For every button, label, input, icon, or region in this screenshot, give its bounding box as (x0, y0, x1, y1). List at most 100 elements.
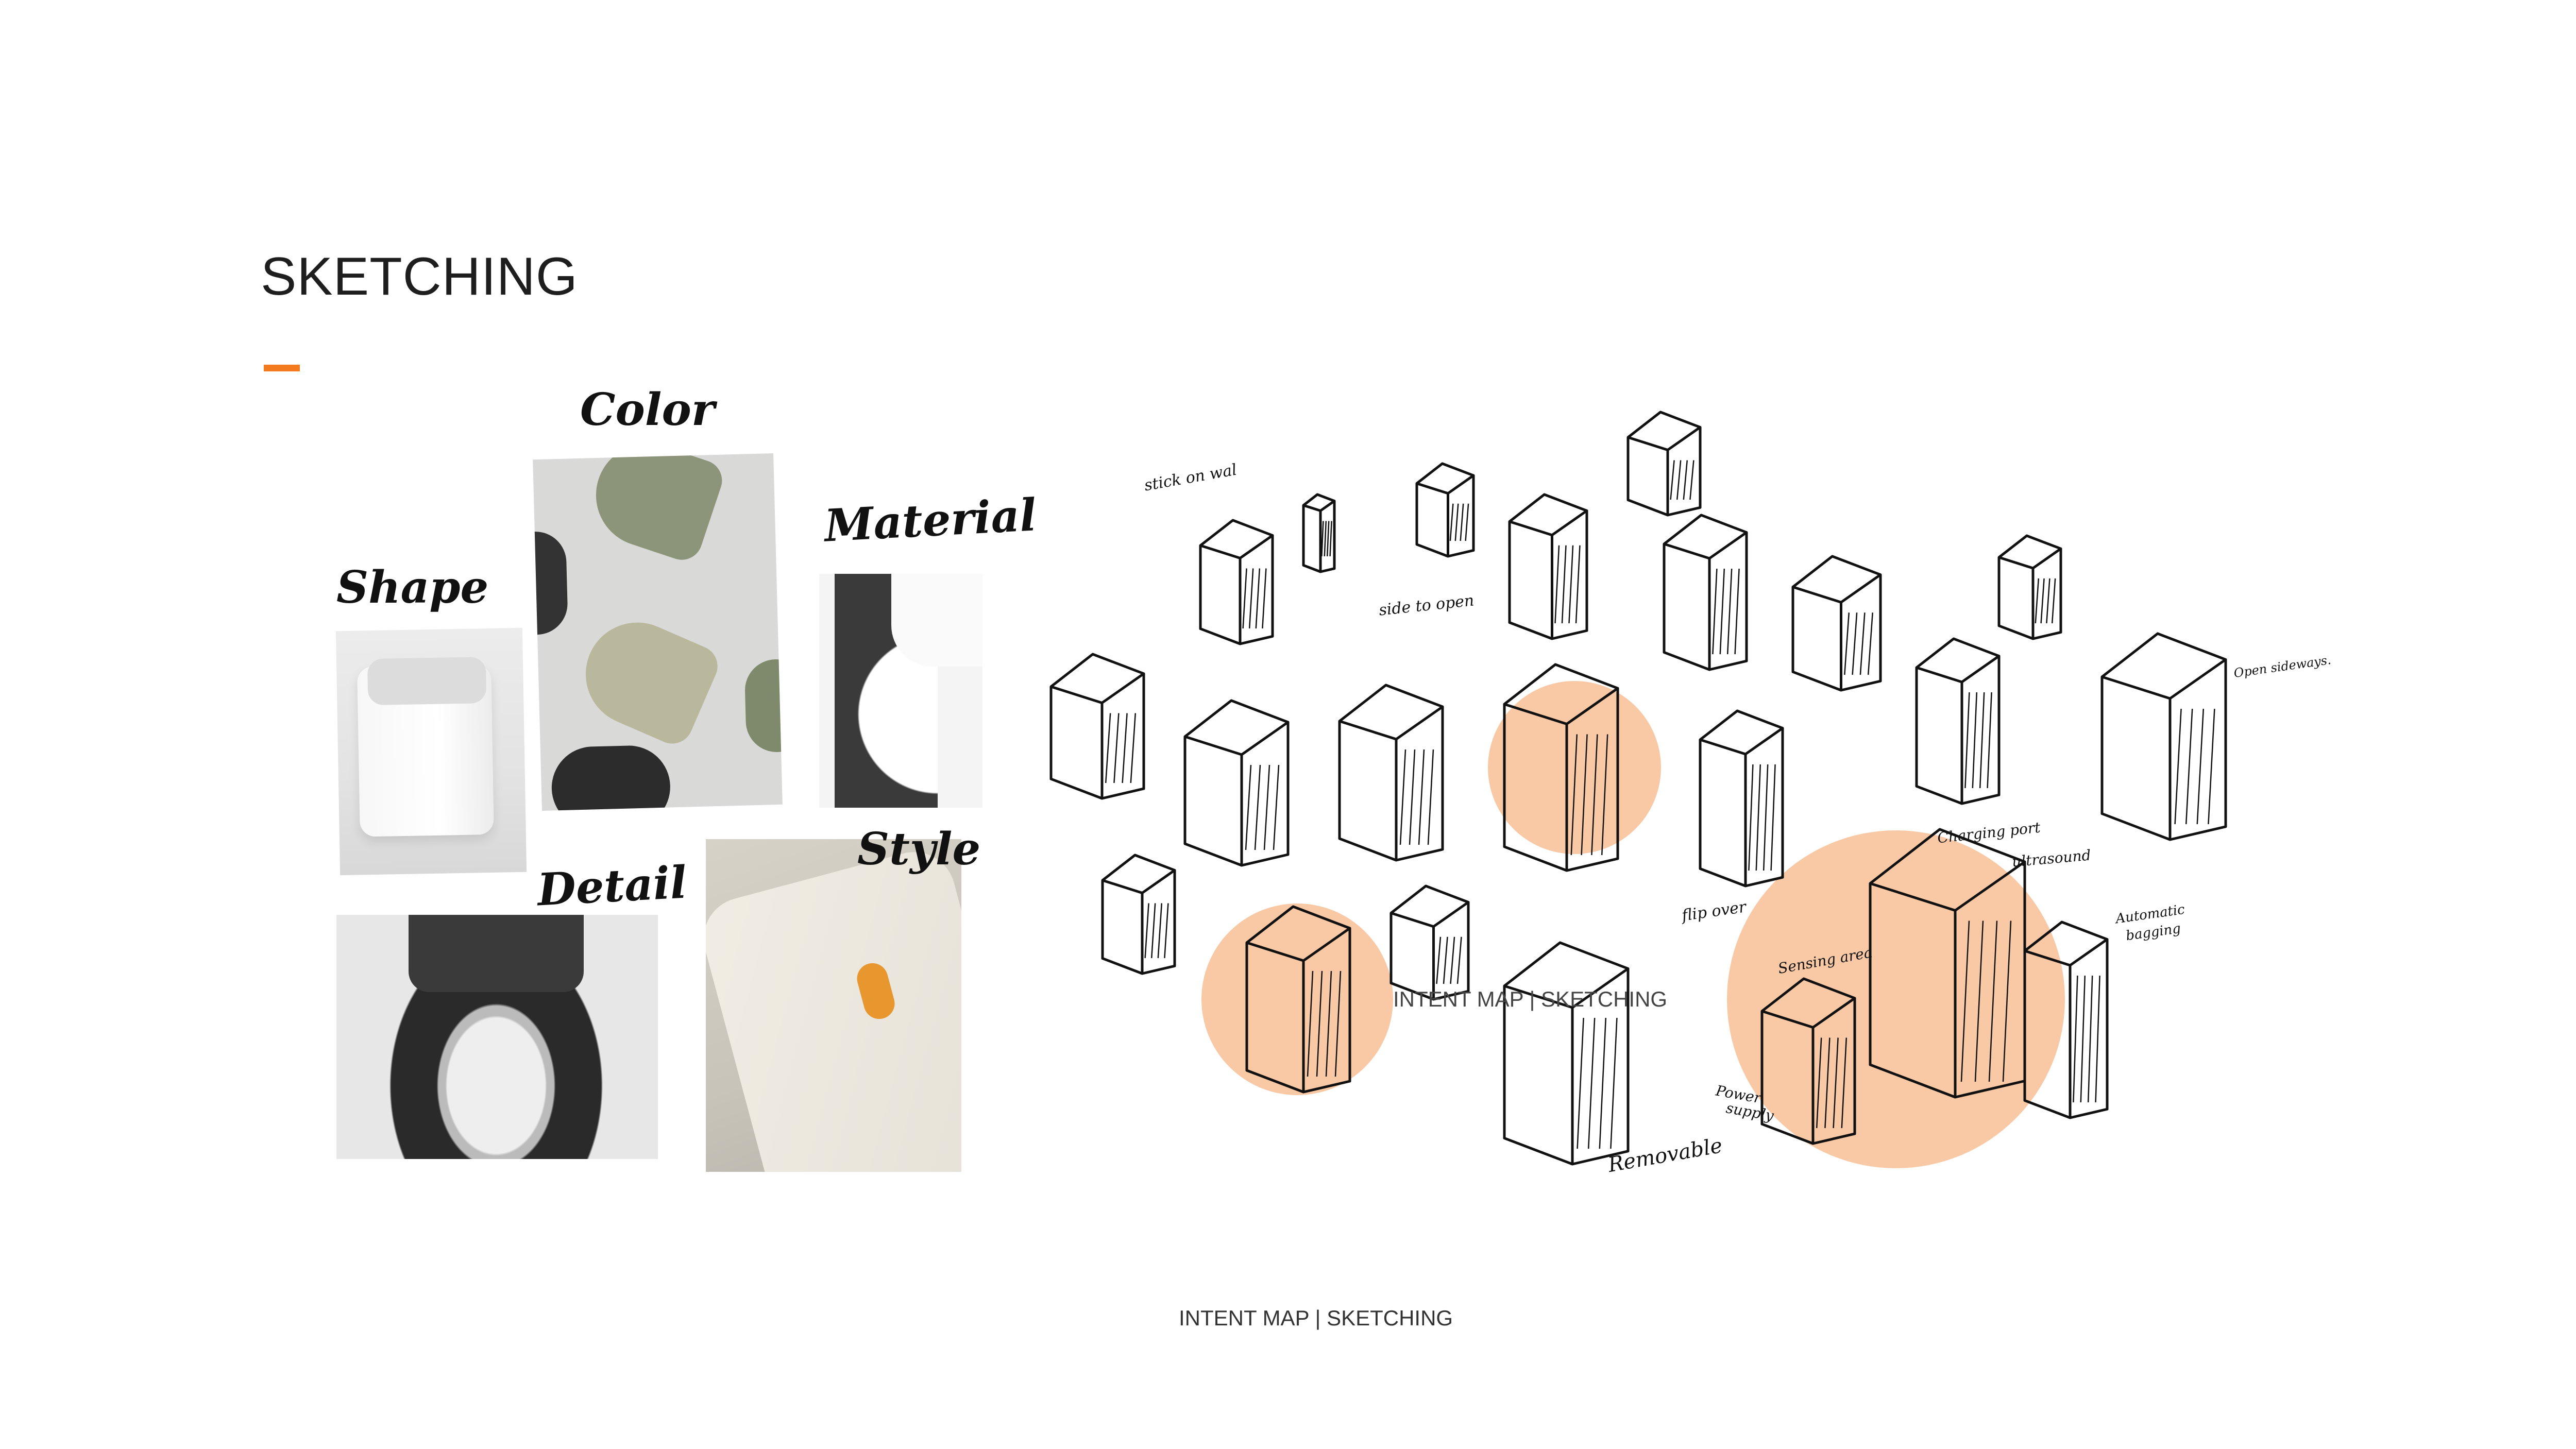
hatch-line (1130, 713, 1137, 783)
hatch-line (1427, 749, 1434, 845)
hatch-line (1734, 568, 1740, 655)
hatch-line (1561, 545, 1567, 624)
hatch-line (1113, 713, 1120, 783)
hatch-line (1164, 903, 1169, 959)
hatch-line (1748, 764, 1754, 871)
bin-sketch (1049, 653, 1145, 800)
page-title: SKETCHING (261, 247, 578, 306)
hatch-line (1409, 749, 1416, 845)
hatch-line (1601, 734, 1608, 856)
hatch-line (1841, 1037, 1848, 1129)
hatch-line (1150, 903, 1156, 959)
hatch-line (1454, 503, 1459, 541)
hatch-line (1987, 692, 1992, 789)
bin-sketch (1503, 941, 1630, 1166)
bin-sketch (1508, 493, 1588, 640)
material-photo (819, 574, 982, 808)
hatch-line (1325, 970, 1332, 1077)
hatch-line (1418, 749, 1425, 845)
hatch-line (1449, 503, 1454, 541)
label-shape: Shape (336, 561, 489, 613)
hatch-line (1245, 764, 1252, 850)
hatch-line (2208, 708, 2215, 825)
hatch-line (2095, 975, 2100, 1103)
bin-sketch (1415, 462, 1475, 558)
hatch-line (2035, 578, 2040, 624)
hatch-line (1591, 734, 1598, 856)
hatch-line (1242, 568, 1247, 629)
hatch-line (1712, 568, 1718, 655)
hatch-line (1683, 460, 1688, 500)
hatch-line (1436, 936, 1442, 984)
hatch-line (1316, 970, 1323, 1077)
hatch-line (2051, 578, 2056, 624)
hatch-line (2046, 578, 2050, 624)
bin-sketch (2100, 632, 2227, 841)
hatch-line (1122, 713, 1128, 783)
footer-caption: INTENT MAP | SKETCHING (1179, 1306, 1453, 1330)
hatch-line (2073, 975, 2078, 1103)
bin-sketch (1760, 977, 1856, 1145)
hatch-line (1972, 692, 1978, 789)
highlight-circle (1727, 830, 2065, 1168)
hatch-line (2196, 708, 2205, 825)
hatch-line (1334, 970, 1342, 1077)
bin-sketch (1791, 555, 1882, 692)
hatch-line (1144, 903, 1149, 959)
hatch-line (1568, 545, 1574, 624)
hatch-line (1960, 920, 1970, 1082)
hatch-line (1248, 568, 1254, 629)
hatch-line (1816, 1037, 1822, 1129)
hatch-line (2002, 920, 2012, 1082)
hatch-line (1450, 936, 1455, 984)
hatch-line (1577, 1017, 1584, 1149)
hatch-line (2087, 975, 2093, 1103)
detail-photo (336, 915, 658, 1159)
hatch-line (1599, 1017, 1607, 1149)
label-style: Style (857, 823, 981, 875)
highlight-circle (1201, 904, 1393, 1095)
hatch-line (1329, 521, 1332, 557)
hatch-line (1867, 612, 1873, 675)
hatch-line (1554, 545, 1560, 624)
bin-sketch (2023, 920, 2109, 1119)
hatch-line (1399, 749, 1406, 845)
hatch-line (1689, 460, 1694, 500)
hatch-line (1610, 1017, 1618, 1149)
style-photo (706, 839, 961, 1172)
bin-sketch (1338, 684, 1444, 862)
hatch-line (2174, 708, 2182, 825)
hatch-line (2080, 975, 2086, 1103)
label-color: Color (580, 384, 715, 436)
hatch-line (1844, 612, 1850, 675)
hatch-line (1974, 920, 1984, 1082)
hatch-line (1443, 936, 1448, 984)
hatch-line (1321, 521, 1324, 557)
hatch-line (1326, 521, 1330, 557)
hatch-line (1755, 764, 1761, 871)
hatch-line (1575, 545, 1581, 624)
hatch-line (1105, 713, 1111, 783)
hatch-line (1670, 460, 1675, 500)
hatch-line (1770, 764, 1776, 871)
hatch-line (1255, 568, 1261, 629)
bin-sketch (1389, 884, 1470, 1001)
hatch-line (2040, 578, 2045, 624)
hatch-line (1824, 1037, 1831, 1129)
hatch-line (1460, 503, 1464, 541)
bin-sketch (1302, 493, 1336, 573)
hatch-line (1254, 764, 1261, 850)
bin-sketch (1503, 663, 1619, 872)
bin-sketch (1997, 534, 2062, 640)
bin-sketch (1183, 699, 1290, 867)
bin-sketch (1101, 854, 1176, 975)
hatch-line (1726, 568, 1733, 655)
bin-sketch (1199, 519, 1274, 645)
hatch-line (1833, 1037, 1839, 1129)
hatch-line (1157, 903, 1163, 959)
hatch-line (1988, 920, 1998, 1082)
hatch-line (1859, 612, 1866, 675)
hatch-line (1852, 612, 1858, 675)
hatch-line (1587, 1017, 1596, 1149)
